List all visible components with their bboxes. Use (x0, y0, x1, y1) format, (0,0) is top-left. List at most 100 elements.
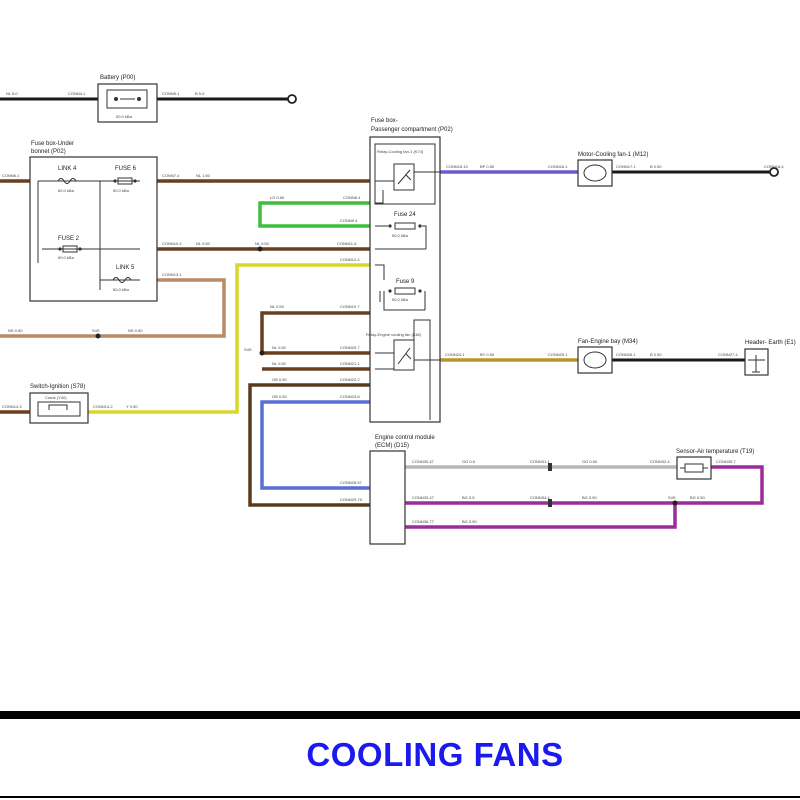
svg-text:CONN14.3: CONN14.3 (2, 404, 22, 409)
svg-text:CONN4.1: CONN4.1 (68, 91, 86, 96)
fan-engine-label: Fan-Engine bay (M34) (578, 339, 638, 345)
motor-terminal-icon (769, 167, 779, 177)
svg-text:CONN26.1: CONN26.1 (616, 352, 636, 357)
fusebox-under-bonnet: Fuse box-Under bonnet (P02) LINK 4 60.0 … (29, 141, 158, 302)
switch-ignition-sub: Crank (Y40) (45, 395, 67, 400)
svg-text:CONN14.2: CONN14.2 (93, 404, 113, 409)
fuse2-rating: 50.0 kBa (58, 255, 75, 260)
relay-engine-label: Relay-Engine cooling fan (K82) (366, 332, 422, 337)
svg-text:BG 0.5: BG 0.5 (462, 495, 475, 500)
wire-yellow-ignition (88, 263, 370, 414)
svg-text:NL 0.50: NL 0.50 (272, 361, 287, 366)
wire-purple-ecm-lower (405, 503, 677, 529)
battery-component: Battery (P00) 50.0 kBa (97, 75, 158, 123)
svg-text:BG 0.50: BG 0.50 (582, 495, 597, 500)
svg-text:S4S: S4S (92, 328, 100, 333)
svg-text:CONN33.47: CONN33.47 (412, 495, 435, 500)
svg-text:CONN13.1: CONN13.1 (162, 272, 182, 277)
svg-text:CONN15.10: CONN15.10 (446, 164, 469, 169)
wiring-diagram: Battery (P00) 50.0 kBa Fuse box-Under bo… (0, 75, 796, 545)
svg-text:CONN19.7: CONN19.7 (340, 304, 360, 309)
svg-text:CONN24.1: CONN24.1 (445, 352, 465, 357)
svg-text:CONN31.1: CONN31.1 (530, 459, 550, 464)
svg-text:GB 0.50: GB 0.50 (272, 377, 287, 382)
fuse24-icon (375, 222, 427, 249)
battery-terminal-icon (287, 94, 297, 104)
splice-dot (257, 246, 263, 252)
svg-text:BG 0.50: BG 0.50 (690, 495, 705, 500)
inline-connector-icon (548, 463, 552, 471)
footer-divider (0, 711, 800, 719)
fan-motor-icon (583, 351, 607, 369)
fusebox-under-bonnet-label-2: bonnet (P02) (31, 149, 66, 155)
wire-labels: NL 5.0 CONN4.1 CONN5.1 B 5.0 CONN6.1 CON… (2, 91, 784, 524)
svg-text:CONN25.1: CONN25.1 (548, 352, 568, 357)
svg-text:CONN12.4: CONN12.4 (340, 257, 360, 262)
fuse9-icon (379, 287, 426, 310)
svg-text:CONN11.4: CONN11.4 (337, 241, 357, 246)
svg-text:CONN27.4: CONN27.4 (718, 352, 738, 357)
fuse2-label: FUSE 2 (58, 236, 80, 242)
wire-brown-ecm (248, 383, 370, 507)
fuse6-rating: 50.0 kBa (113, 188, 130, 193)
svg-text:NL 0.50: NL 0.50 (270, 304, 285, 309)
link4-label: LINK 4 (58, 166, 77, 172)
svg-text:CONN29.75: CONN29.75 (340, 497, 363, 502)
svg-text:B 0.50: B 0.50 (650, 352, 662, 357)
svg-text:S4S: S4S (668, 495, 676, 500)
ecm-label: Engine control module (375, 435, 435, 441)
link5-rating: 60.0 kBa (113, 287, 130, 292)
svg-text:CONN23.8: CONN23.8 (340, 394, 360, 399)
switch-ignition: Switch-Ignition (S78) Crank (Y40) (29, 384, 89, 424)
fan-engine-bay: Fan-Engine bay (M34) (577, 339, 638, 374)
wire-brown-loop-upper (260, 311, 370, 355)
footer-bottom-rule (0, 796, 800, 798)
motor-icon (583, 164, 607, 182)
splice-dot (672, 500, 678, 506)
svg-text:CONN36.77: CONN36.77 (412, 519, 435, 524)
svg-text:CONN34.4: CONN34.4 (530, 495, 550, 500)
svg-text:Y 0.50: Y 0.50 (126, 404, 138, 409)
fusebox-under-bonnet-label: Fuse box-Under (31, 141, 74, 147)
header-earth: Header- Earth (E1) (744, 340, 796, 376)
sensor-air-temperature: Sensor-Air temperature (T19) (676, 449, 754, 480)
svg-text:CONN18.4: CONN18.4 (764, 164, 784, 169)
svg-text:LG 0.50: LG 0.50 (270, 195, 285, 200)
switch-ignition-label: Switch-Ignition (S78) (30, 384, 85, 390)
header-earth-label: Header- Earth (E1) (745, 340, 796, 346)
svg-text:CONN32.4: CONN32.4 (650, 459, 670, 464)
svg-text:CONN35.7: CONN35.7 (716, 459, 736, 464)
svg-text:B 5.0: B 5.0 (195, 91, 205, 96)
fusebox-passenger-label-2: Passenger compartment (P02) (371, 127, 453, 133)
svg-text:NL 0.50: NL 0.50 (255, 241, 270, 246)
link4-fuse-icon (57, 178, 77, 184)
link4-rating: 60.0 kBa (58, 188, 75, 193)
svg-text:BP 0.50: BP 0.50 (480, 164, 495, 169)
svg-text:CONN22.2: CONN22.2 (340, 377, 360, 382)
svg-text:NS 0.50: NS 0.50 (128, 328, 143, 333)
svg-text:CONN16.1: CONN16.1 (548, 164, 568, 169)
fuse9-label: Fuse 9 (396, 279, 415, 285)
motor-cooling-fan: Motor-Cooling fan-1 (M12) (577, 152, 648, 187)
svg-text:CONN7.4: CONN7.4 (162, 173, 180, 178)
fusebox-passenger: Fuse box- Passenger compartment (P02) Re… (366, 118, 453, 423)
svg-text:GB 0.50: GB 0.50 (272, 394, 287, 399)
wire-tan-link5 (0, 278, 226, 338)
svg-text:GG 0.50: GG 0.50 (582, 459, 598, 464)
svg-text:CONN28.57: CONN28.57 (340, 480, 363, 485)
inline-connector-icon (548, 499, 552, 507)
relay-engine-switch-icon (375, 319, 440, 420)
svg-text:CONN20.7: CONN20.7 (340, 345, 360, 350)
svg-text:S4S: S4S (244, 347, 252, 352)
svg-text:NS 0.50: NS 0.50 (8, 328, 23, 333)
svg-text:GG 0.5: GG 0.5 (462, 459, 476, 464)
svg-text:BY 0.50: BY 0.50 (480, 352, 495, 357)
svg-text:CONN9.4: CONN9.4 (340, 218, 358, 223)
svg-text:CONN17.1: CONN17.1 (616, 164, 636, 169)
svg-text:CONN10.4: CONN10.4 (162, 241, 182, 246)
fuse6-label: FUSE 6 (115, 166, 137, 172)
svg-text:CONN8.4: CONN8.4 (343, 195, 361, 200)
fuse2-icon (58, 245, 82, 253)
sensor-air-label: Sensor-Air temperature (T19) (676, 449, 754, 455)
svg-text:NL 1.50: NL 1.50 (196, 173, 211, 178)
